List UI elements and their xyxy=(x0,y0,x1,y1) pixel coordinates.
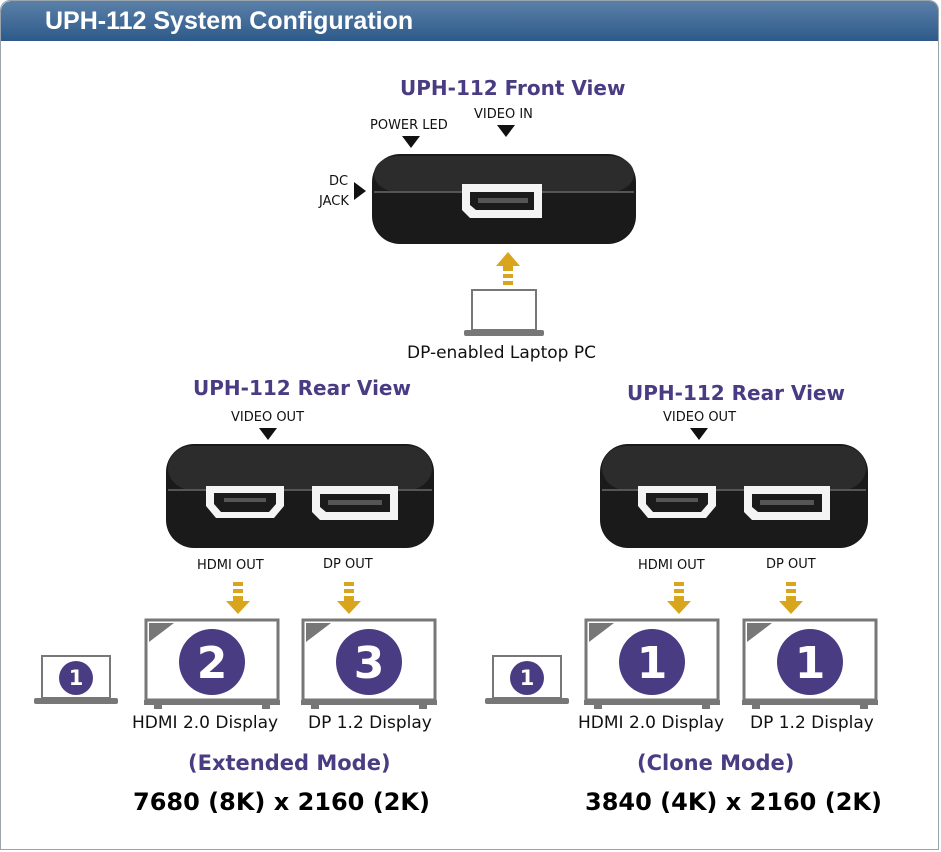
clone-hdmi-number: 1 xyxy=(637,638,668,689)
power-led-pointer-icon xyxy=(402,136,420,148)
extended-hdmi-display-icon: 2 xyxy=(144,618,280,709)
page-title: UPH-112 System Configuration xyxy=(45,7,414,35)
clone-dp-display-icon: 1 xyxy=(742,618,878,709)
clone-hdmi-out-label: HDMI OUT xyxy=(638,558,705,573)
extended-dp-display-icon: 3 xyxy=(301,618,437,709)
extended-hdmi-out-label: HDMI OUT xyxy=(197,558,264,573)
clone-video-out-pointer-icon xyxy=(690,428,708,440)
laptop-label: DP-enabled Laptop PC xyxy=(407,343,596,363)
extended-dp-arrow-down-icon xyxy=(337,582,361,614)
input-arrow-up-icon xyxy=(496,252,520,285)
dc-jack-label-line2: JACK xyxy=(319,194,349,209)
source-laptop-icon xyxy=(464,289,544,336)
clone-dp-display-label: DP 1.2 Display xyxy=(750,713,874,733)
clone-hdmi-display-label: HDMI 2.0 Display xyxy=(578,713,725,733)
clone-dp-arrow-down-icon xyxy=(779,582,803,614)
extended-mode-label: (Extended Mode) xyxy=(188,751,391,775)
clone-laptop-number: 1 xyxy=(520,666,535,690)
front-view-title: UPH-112 Front View xyxy=(400,76,626,100)
video-in-label: VIDEO IN xyxy=(474,107,533,122)
clone-resolution: 3840 (4K) x 2160 (2K) xyxy=(585,788,882,816)
clone-rear-device-illustration xyxy=(600,428,868,548)
extended-laptop-icon: 1 xyxy=(34,655,118,704)
clone-video-out-label: VIDEO OUT xyxy=(663,410,737,425)
extended-video-out-label: VIDEO OUT xyxy=(231,410,305,425)
clone-laptop-icon: 1 xyxy=(485,655,569,704)
video-in-pointer-icon xyxy=(497,125,515,137)
clone-dp-number: 1 xyxy=(795,638,826,689)
clone-rear-view-title: UPH-112 Rear View xyxy=(627,381,845,405)
extended-dp-out-label: DP OUT xyxy=(323,557,373,572)
front-device-illustration xyxy=(354,125,636,244)
extended-hdmi-number: 2 xyxy=(197,638,228,689)
header-bar: UPH-112 System Configuration xyxy=(1,1,938,41)
power-led-label: POWER LED xyxy=(370,118,448,133)
extended-rear-device-illustration xyxy=(166,428,434,548)
clone-hdmi-arrow-down-icon xyxy=(667,582,691,614)
extended-hdmi-display-label: HDMI 2.0 Display xyxy=(132,713,279,733)
extended-laptop-number: 1 xyxy=(69,666,84,690)
extended-dp-display-label: DP 1.2 Display xyxy=(308,713,432,733)
clone-mode-label: (Clone Mode) xyxy=(637,751,795,775)
extended-hdmi-arrow-down-icon xyxy=(226,582,250,614)
extended-resolution: 7680 (8K) x 2160 (2K) xyxy=(133,788,430,816)
extended-dp-number: 3 xyxy=(354,638,385,689)
extended-rear-view-title: UPH-112 Rear View xyxy=(193,376,411,400)
extended-video-out-pointer-icon xyxy=(259,428,277,440)
dc-jack-label-line1: DC xyxy=(329,174,349,189)
dc-jack-pointer-icon xyxy=(354,182,366,200)
clone-dp-out-label: DP OUT xyxy=(766,557,816,572)
clone-hdmi-display-icon: 1 xyxy=(584,618,720,709)
